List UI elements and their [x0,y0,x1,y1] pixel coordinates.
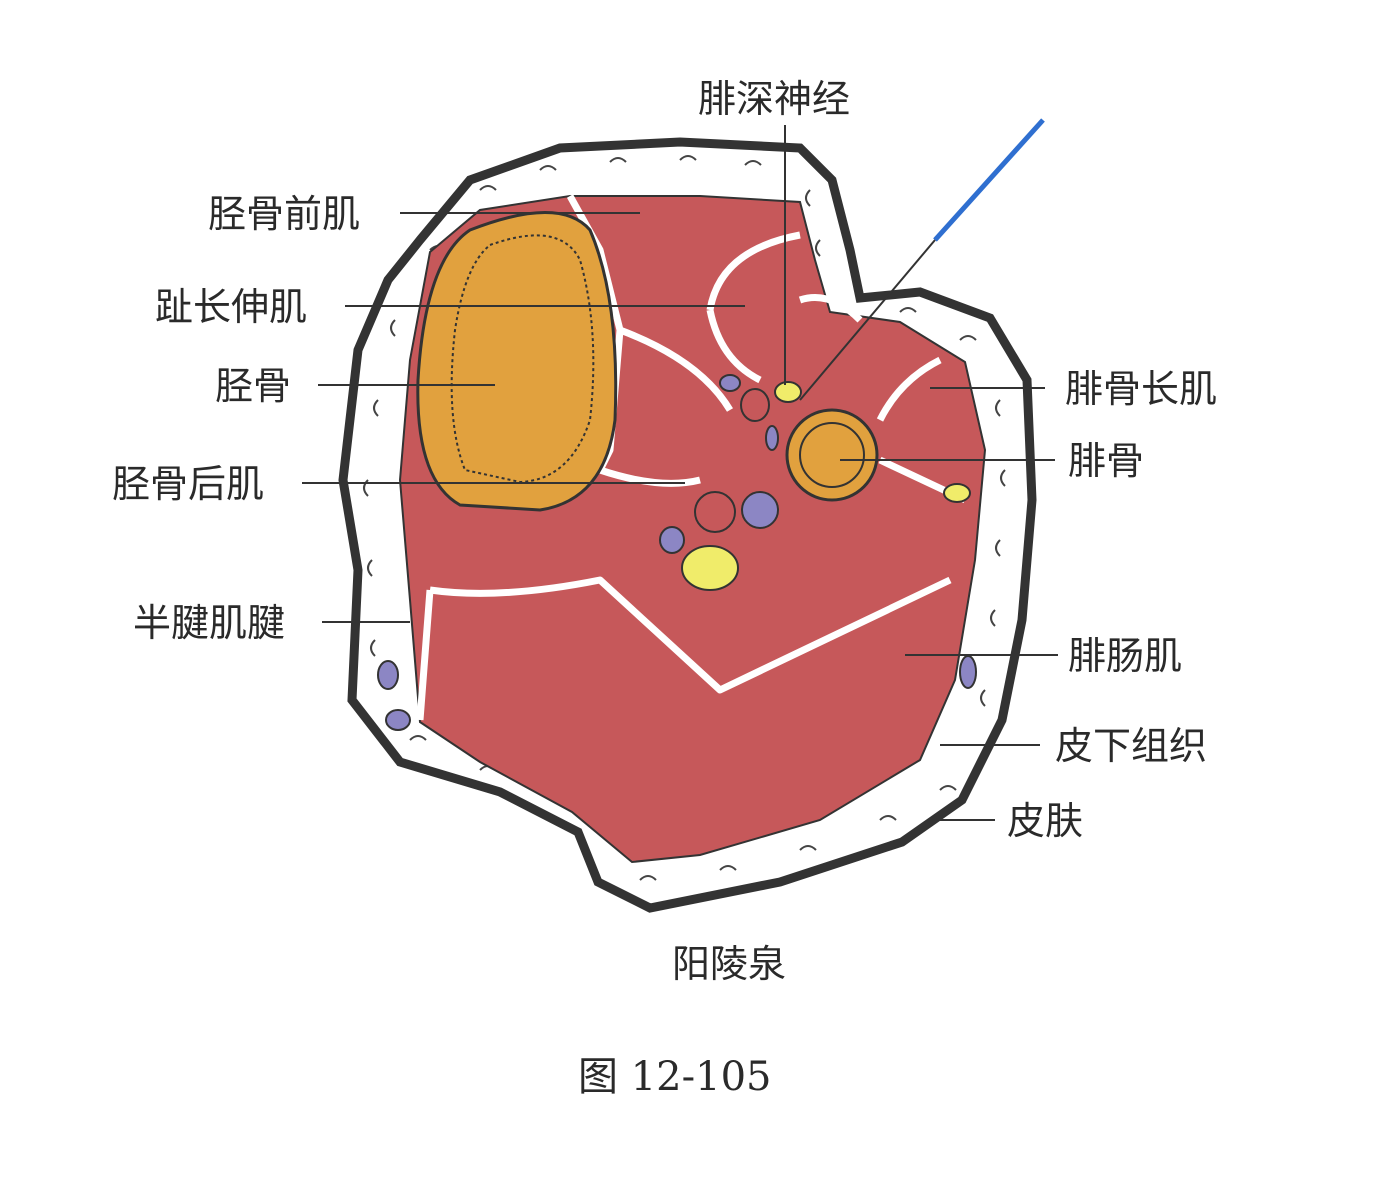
label-extensor-digitorum-longus: 趾长伸肌 [155,285,307,329]
label-acupoint: 阳陵泉 [672,942,786,986]
label-subcutaneous-tissue: 皮下组织 [1055,724,1207,768]
label-tibia: 胫骨 [215,364,291,408]
label-semitendinosus-tendon: 半腱肌腱 [133,601,285,645]
label-skin: 皮肤 [1007,799,1083,843]
label-fibula: 腓骨 [1068,439,1144,483]
label-deep-peroneal-nerve: 腓深神经 [698,77,850,121]
label-tibialis-anterior: 胫骨前肌 [208,192,360,236]
fibula-marrow-edge [799,422,865,488]
acupuncture-needle-handle [933,118,1045,242]
label-peroneus-longus: 腓骨长肌 [1065,367,1217,411]
figure-caption: 图 12-105 [578,1054,771,1100]
tibia-bone [416,211,618,512]
label-gastrocnemius: 腓肠肌 [1068,634,1182,678]
acupuncture-needle-shaft [799,239,936,401]
vessels-and-nerves [377,374,977,731]
tibia-marrow-edge [450,234,595,484]
leader-lines [302,125,1058,821]
subcutaneous-tissue-texture [363,155,1006,881]
label-tibialis-posterior: 胫骨后肌 [112,462,264,506]
